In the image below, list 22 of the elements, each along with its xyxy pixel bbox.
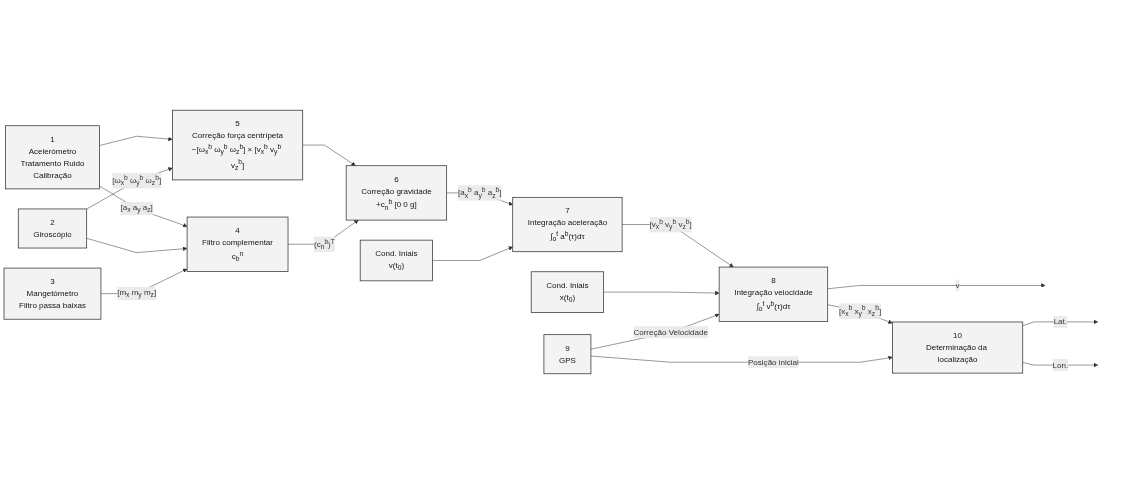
node-box: Cond. Iniais x(t$_{0}$): [530, 271, 604, 313]
node-box: Cond. Iniais v(t$_{0}$): [359, 239, 433, 282]
node-box: 3 Mangetómetro Filtro passa baixas: [3, 267, 102, 320]
node-box: 7 Integração aceleração ∫$_{o}$$^{t}$ a$^{b}$(τ)dτ: [512, 196, 623, 253]
edge-label: [v$_{x}$$^{b}$ v$_{y}$$^{b}$ v$_{z}$$^{b}$]: [649, 217, 692, 231]
edge-label: Correção Velocidade: [633, 327, 708, 337]
edge-label: Posição inicial: [748, 357, 799, 367]
edge-label: [x$_{x}$$^{b}$ x$_{y}$$^{b}$ x$_{z}$$^{b}$]: [838, 304, 882, 318]
edge-label: Lon.: [1052, 360, 1069, 370]
edge-label: [ω$_{x}$$^{b}$ ω$_{y}$$^{b}$ ω$_{z}$$^{b}$]: [112, 174, 162, 187]
node-box: 9 GPS: [543, 334, 592, 375]
node-box: 2 Giroscópio: [17, 208, 88, 249]
edge-label: [m$_{x}$ m$_{y}$ m$_{z}$]: [117, 288, 157, 299]
edge-label: [a$_{x}$$^{b}$ a$_{y}$$^{b}$ a$_{z}$$^{b}$]: [457, 186, 502, 200]
node-box: 1 Acelerómetro Tratamento Ruido Calibração: [5, 125, 100, 190]
edge-label: v: [955, 280, 960, 290]
node-box: 6 Correção gravidade +c$_{n}$$^{b}$ [0 0 g]: [345, 165, 448, 221]
node-box: 10 Determinação da localização: [892, 321, 1024, 374]
edge-label: Lat.: [1053, 317, 1068, 326]
node-box: 8 Integração velocidade ∫$_{o}$$^{t}$ v$^{b}$(τ)dτ: [718, 266, 829, 322]
edge-label: [a$_{x}$ a$_{y}$ a$_{z}$]: [120, 203, 153, 214]
edge-label: (c$_{n}$$^{b}$)$^{T}$: [313, 237, 335, 251]
